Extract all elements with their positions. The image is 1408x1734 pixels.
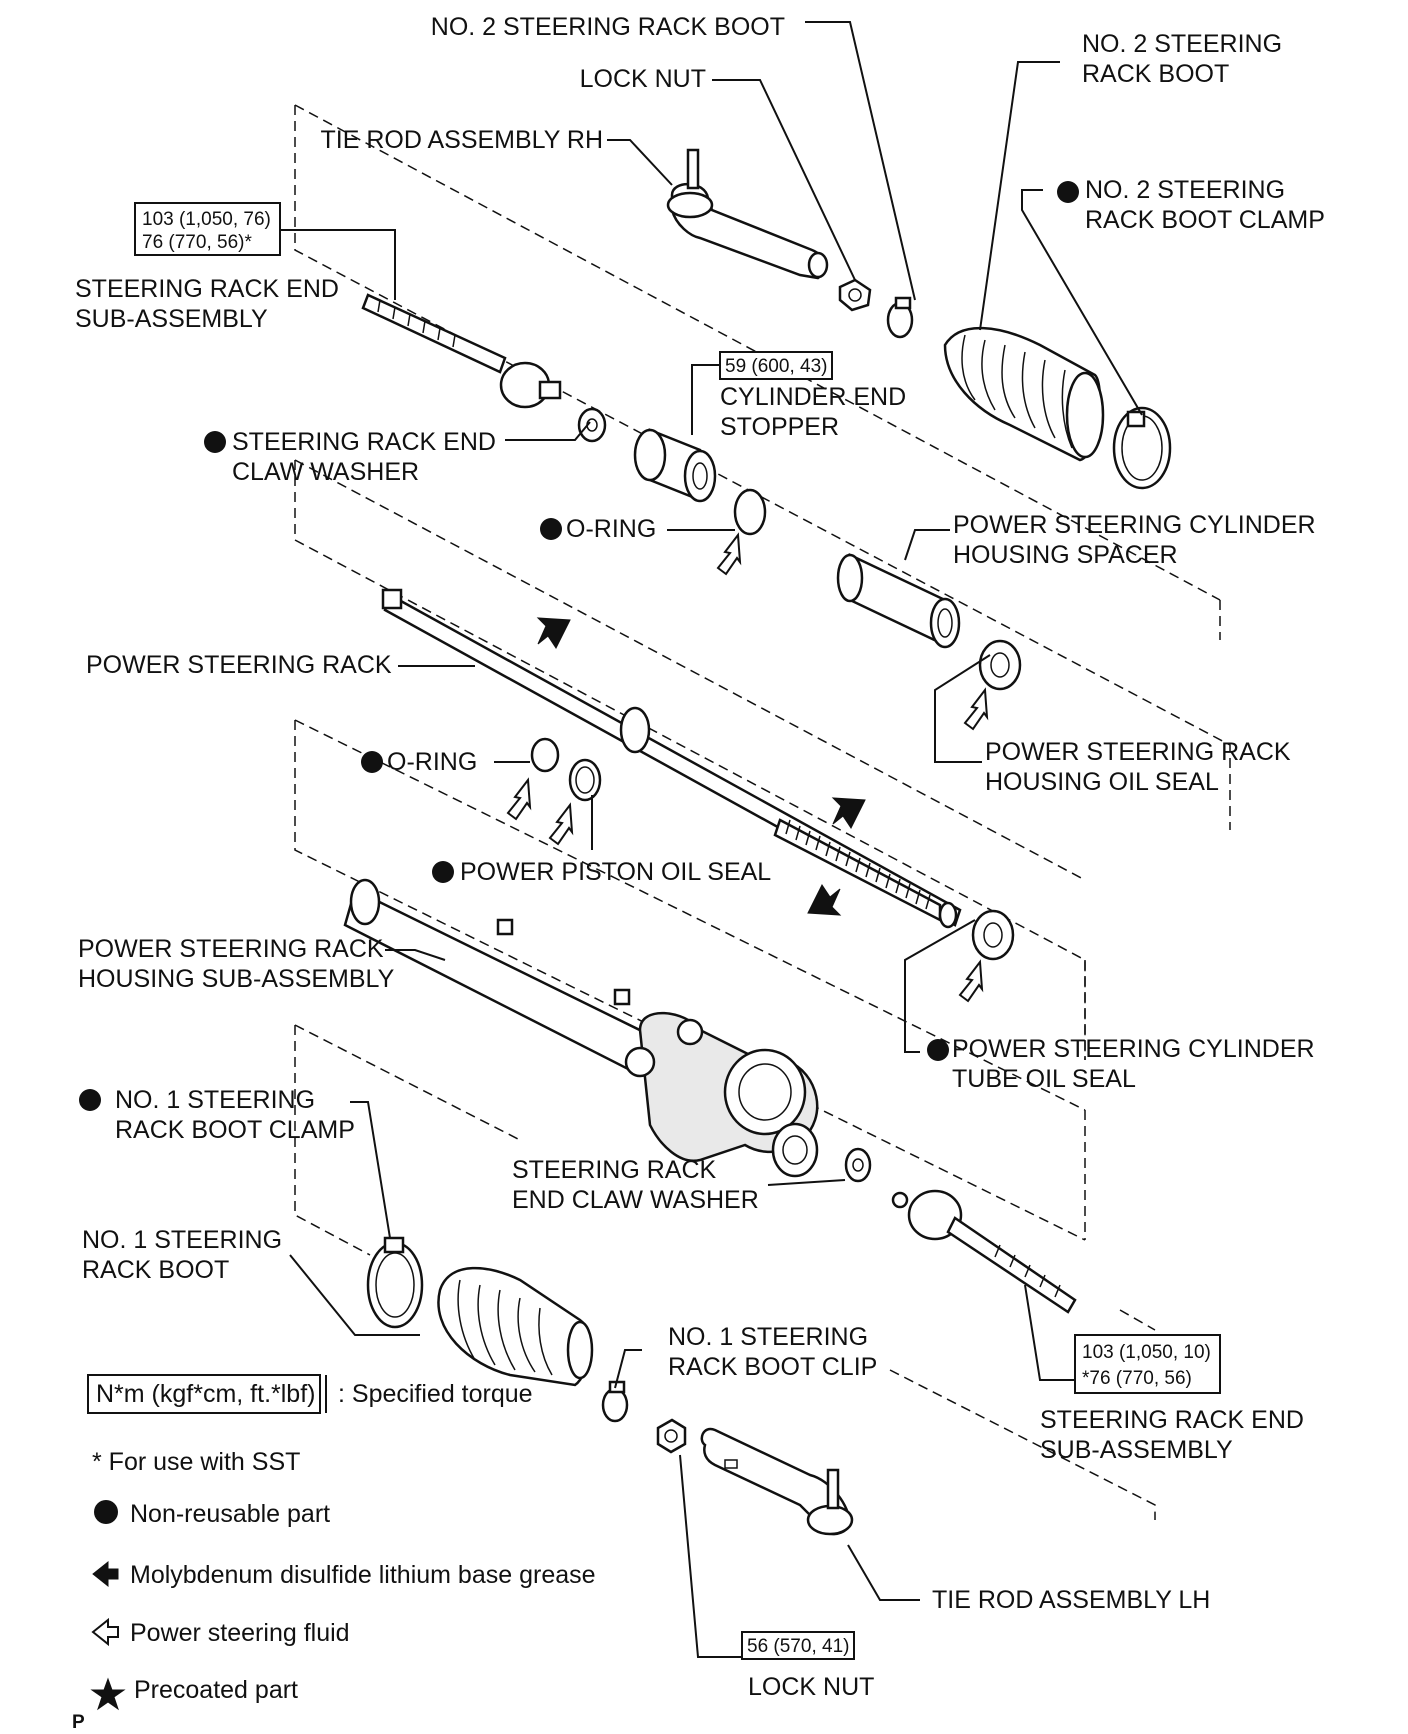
legend-fluid: Power steering fluid (130, 1619, 350, 1647)
label-no1-clip-2: RACK BOOT CLIP (668, 1353, 877, 1381)
o-ring-top-part (733, 488, 767, 536)
label-spacer-2: HOUSING SPACER (953, 541, 1178, 569)
non-reusable-icon (79, 1089, 101, 1111)
label-rack-end-bottom-2: SUB-ASSEMBLY (1040, 1436, 1233, 1464)
no2-rack-boot-part (943, 326, 1105, 462)
torque-value-sst: 76 (770, 56)* (142, 232, 252, 253)
label-no2-rack-boot-top: NO. 2 STEERING RACK BOOT (431, 13, 785, 41)
label-tube-oil-seal-1: POWER STEERING CYLINDER (952, 1035, 1315, 1063)
label-claw-washer-top-2: CLAW WASHER (232, 458, 419, 486)
label-tie-rod-lh: TIE ROD ASSEMBLY LH (932, 1586, 1210, 1614)
torque-value: 103 (1,050, 76) (142, 209, 271, 230)
label-no2-clamp-2: RACK BOOT CLAMP (1085, 206, 1325, 234)
label-spacer-1: POWER STEERING CYLINDER (953, 511, 1316, 539)
non-reusable-icon (540, 518, 562, 540)
steering-rack-end-top-part (361, 293, 562, 409)
label-tie-rod-rh: TIE ROD ASSEMBLY RH (321, 126, 603, 154)
claw-washer-bottom-part (844, 1147, 872, 1183)
label-cylinder-stopper-2: STOPPER (720, 413, 839, 441)
tie-rod-lh-part (700, 1427, 854, 1536)
leader-lines (280, 21, 1143, 1658)
legend-precoated: Precoated part (134, 1676, 298, 1704)
non-reusable-markers (79, 181, 1079, 1111)
solid-arrow-icon (92, 1560, 119, 1588)
label-lock-nut-top: LOCK NUT (580, 65, 706, 93)
cylinder-end-stopper-part (633, 428, 717, 503)
label-no1-clamp-1: NO. 1 STEERING (115, 1086, 315, 1114)
filled-circle-icon (94, 1500, 118, 1524)
label-claw-washer-bottom-2: END CLAW WASHER (512, 1186, 759, 1214)
label-housing-sub-1: POWER STEERING RACK (78, 935, 384, 963)
torque-spec-top-rack-end: 103 (1,050, 76) 76 (770, 56)* (134, 202, 281, 256)
label-o-ring-top: O-RING (566, 515, 656, 543)
label-cylinder-stopper-1: CYLINDER END (720, 383, 906, 411)
label-no2-clamp-1: NO. 2 STEERING (1085, 176, 1285, 204)
no2-rack-boot-clamp-part (1112, 406, 1172, 490)
part-labels: NO. 2 STEERING RACK BOOT LOCK NUT NO. 2 … (75, 13, 1325, 1701)
tie-rod-rh-part (666, 148, 829, 280)
non-reusable-icon (432, 861, 454, 883)
torque-value: 103 (1,050, 10) (1082, 1342, 1211, 1363)
legend-non-reusable: Non-reusable part (130, 1500, 330, 1528)
lock-nut-top-part (838, 278, 872, 312)
label-tube-oil-seal-2: TUBE OIL SEAL (952, 1065, 1136, 1093)
label-rack-end-bottom-1: STEERING RACK END (1040, 1406, 1304, 1434)
label-housing-oil-seal-2: HOUSING OIL SEAL (985, 768, 1219, 796)
legend-sst-note: * For use with SST (92, 1448, 300, 1476)
cylinder-housing-spacer-part (836, 553, 961, 649)
label-no1-boot-2: RACK BOOT (82, 1256, 229, 1284)
non-reusable-icon (1057, 181, 1079, 203)
steering-rack-end-bottom-part (891, 1189, 1077, 1314)
grease-arrows (536, 617, 866, 916)
legend-torque-units: N*m (kgf*cm, ft.*lbf) (96, 1380, 315, 1408)
legend: N*m (kgf*cm, ft.*lbf) : Specified torque… (72, 1374, 596, 1733)
label-housing-sub-2: HOUSING SUB-ASSEMBLY (78, 965, 395, 993)
fluid-arrows (506, 532, 989, 1003)
label-power-steering-rack: POWER STEERING RACK (86, 651, 392, 679)
torque-spec-bottom-rack-end: 103 (1,050, 10) *76 (770, 56) (1074, 1334, 1221, 1394)
power-piston-oil-seal-part (568, 758, 602, 802)
label-housing-oil-seal-1: POWER STEERING RACK (985, 738, 1291, 766)
label-o-ring-mid: O-RING (387, 748, 477, 776)
label-claw-washer-bottom-1: STEERING RACK (512, 1156, 717, 1184)
power-steering-rack-part (381, 588, 962, 929)
torque-spec-cylinder-stopper: 59 (600, 43) (719, 351, 833, 380)
legend-torque-desc: : Specified torque (338, 1380, 533, 1408)
legend-grease: Molybdenum disulfide lithium base grease (130, 1561, 596, 1589)
label-no1-clamp-2: RACK BOOT CLAMP (115, 1116, 355, 1144)
label-no2-rack-boot-2: RACK BOOT (1082, 60, 1229, 88)
label-no1-clip-1: NO. 1 STEERING (668, 1323, 868, 1351)
rack-housing-part (343, 878, 819, 1178)
rack-housing-oil-seal-part (978, 639, 1022, 691)
star-icon (90, 1677, 126, 1711)
non-reusable-icon (927, 1039, 949, 1061)
hollow-arrow-icon (91, 1617, 119, 1647)
label-lock-nut-bottom: LOCK NUT (748, 1673, 874, 1701)
torque-spec-lock-nut: 56 (570, 41) (741, 1631, 855, 1660)
cylinder-tube-oil-seal-part (971, 909, 1015, 961)
non-reusable-icon (204, 431, 226, 453)
no2-boot-clip-part (886, 296, 914, 339)
label-rack-end-top-1: STEERING RACK END (75, 275, 339, 303)
label-rack-end-top-2: SUB-ASSEMBLY (75, 305, 268, 333)
claw-washer-top-part (577, 407, 607, 443)
label-piston-oil-seal: POWER PISTON OIL SEAL (460, 858, 771, 886)
label-no1-boot-1: NO. 1 STEERING (82, 1226, 282, 1254)
torque-value: 56 (570, 41) (747, 1636, 849, 1657)
no1-rack-boot-part (437, 1266, 594, 1387)
no1-rack-boot-clamp-part (366, 1236, 424, 1329)
lock-nut-bottom-part (656, 1418, 687, 1454)
non-reusable-icon (361, 751, 383, 773)
o-ring-mid-part (530, 737, 560, 773)
label-claw-washer-top-1: STEERING RACK END (232, 428, 496, 456)
corner-mark: P (72, 1712, 85, 1733)
torque-value: 59 (600, 43) (725, 356, 827, 377)
label-no2-rack-boot-1: NO. 2 STEERING (1082, 30, 1282, 58)
torque-value-sst: *76 (770, 56) (1082, 1368, 1192, 1389)
